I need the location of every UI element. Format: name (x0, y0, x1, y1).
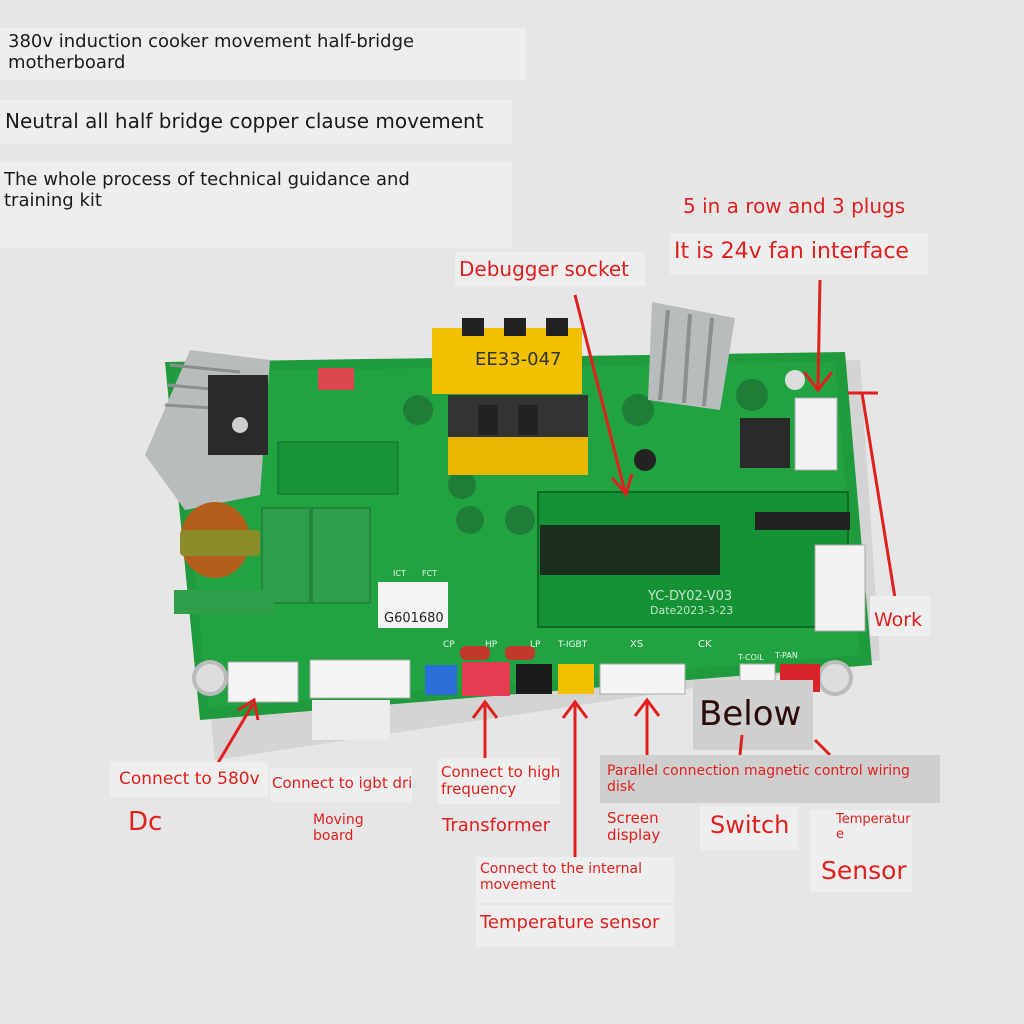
mount-hole-right (817, 660, 853, 696)
relay (740, 418, 790, 468)
film-capacitor-2 (311, 507, 371, 604)
switch-label-box (700, 806, 798, 850)
silk-xs: XS (630, 639, 643, 650)
serial-sticker (378, 582, 448, 628)
intro-box-1 (0, 28, 526, 80)
left-heatsink (145, 350, 270, 510)
hf-label-box (438, 758, 560, 804)
intro-box-2 (0, 100, 512, 144)
igbt-connector (309, 659, 411, 699)
fan-label-line2: It is 24v fan interface (674, 239, 909, 264)
below-label: Below (699, 694, 802, 734)
debugger-label-box (455, 252, 645, 286)
screen-label: Screen display (607, 809, 661, 845)
annotation-arrows (213, 279, 897, 858)
switch-label: Switch (710, 811, 790, 839)
dc-label-box (110, 762, 268, 797)
silk-tigbt: T-IGBT (557, 640, 588, 650)
hf-label-line1: Connect to high frequency (441, 763, 561, 799)
igbt-label-line1: Connect to igbt driv (272, 775, 412, 792)
sensor-label-line1: Temperatur e (836, 812, 911, 842)
film-capacitor-1 (261, 507, 311, 604)
intro-box-3 (0, 162, 512, 248)
work-label-box (870, 596, 930, 636)
intro-line-1: 380v induction cooker movement half-brid… (8, 31, 420, 73)
transformer-marking: EE33-047 (475, 349, 562, 370)
fan-label-line1: 5 in a row and 3 plugs (683, 194, 906, 218)
intro-line-3: The whole process of technical guidance … (4, 169, 416, 211)
silk-hp: HP (485, 640, 498, 650)
work-label: Work (874, 609, 923, 631)
igbt-label-line2: Moving board (313, 812, 364, 845)
cover-box-igbt (312, 700, 390, 740)
dc-label-line2: Dc (128, 807, 163, 837)
driver-subboard (277, 441, 399, 495)
display-date: Date2023-3-23 (650, 604, 733, 617)
right-heatsink (648, 302, 735, 410)
silk-ck: CK (698, 639, 712, 650)
serial-sticker-text: G601680 (384, 611, 444, 626)
silk-cp: CP (443, 640, 455, 650)
lp-connector (516, 664, 552, 694)
display-board (537, 491, 850, 628)
dc-connector (227, 661, 299, 703)
temp-label-box-2 (476, 905, 674, 947)
mount-hole-left (192, 660, 228, 696)
hp-connector (462, 662, 510, 696)
fan-connector (794, 397, 838, 471)
film-capacitor-3 (174, 590, 274, 614)
temp-label-line1: Connect to the internal movement (480, 861, 642, 894)
temp-label-line2: Temperature sensor (480, 912, 660, 933)
silk-lp: LP (530, 640, 541, 650)
display-model: YC-DY02-V03 (647, 589, 732, 604)
silk-fct: FCT (422, 569, 437, 578)
cp-connector (425, 665, 457, 695)
cover-box-below (693, 680, 813, 750)
intro-line-2: Neutral all half bridge copper clause mo… (5, 109, 484, 133)
debugger-label: Debugger socket (459, 257, 630, 281)
sensor-label-line2: Sensor (821, 856, 907, 885)
ee33-transformer (432, 318, 588, 475)
parallel-label: Parallel connection magnetic control wir… (607, 763, 910, 796)
hf-label-line2: Transformer (442, 815, 551, 836)
sensor-label-box (810, 810, 912, 892)
fan-label-box (670, 233, 928, 275)
xs-connector (599, 663, 686, 695)
igbt-label-box (270, 768, 412, 802)
silk-tcoil: T-COIL (737, 653, 764, 662)
dc-label-line1: Connect to 580v (119, 769, 260, 789)
mount-hole-top (785, 370, 805, 390)
work-connector (814, 544, 866, 632)
silk-ict: ICT (393, 569, 406, 578)
tigbt-connector (558, 664, 594, 694)
parallel-label-box (600, 755, 940, 803)
temp-label-box (476, 857, 674, 903)
silk-tpan: T-PAN (774, 651, 798, 660)
